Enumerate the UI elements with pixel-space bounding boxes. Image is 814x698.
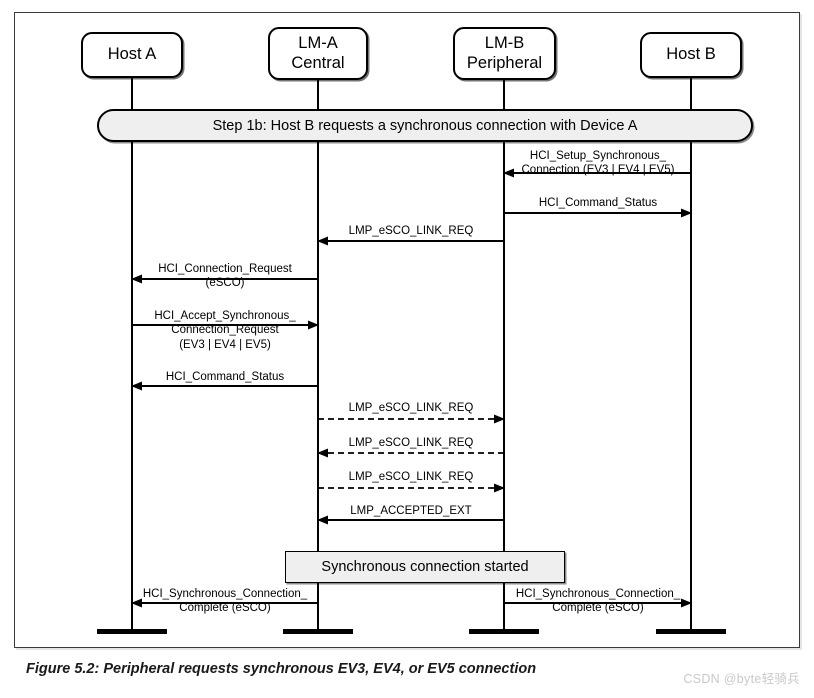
terminator-bar-lm-a-central [283, 629, 353, 634]
message-label-lmp-esco-link-req-2: LMP_eSCO_LINK_REQ [349, 401, 474, 415]
message-label-line: Connection (EV3 | EV4 | EV5) [521, 164, 675, 177]
message-label-line: HCI_Command_Status [538, 197, 658, 209]
lifeline-head-label-primary: Host B [666, 45, 716, 64]
message-label-line: LMP_eSCO_LINK_REQ [348, 225, 474, 237]
message-label-line: LMP_ACCEPTED_EXT [350, 505, 472, 517]
message-label-line: HCI_Connection_Request [158, 263, 292, 275]
message-label-line: HCI_Synchronous_Connection_ [142, 588, 308, 600]
terminator-bar-lm-b-periph [469, 629, 539, 634]
terminator-bar-host-a [97, 629, 167, 634]
message-label-line: Complete (eSCO) [179, 602, 271, 615]
figure-caption: Figure 5.2: Peripheral requests synchron… [26, 661, 537, 677]
message-label-line: LMP_eSCO_LINK_REQ [348, 471, 474, 483]
message-label-hci-accept-synchronous-connection-request: HCI_Accept_Synchronous_ Connection_Reques… [154, 309, 295, 352]
message-label-lmp-esco-link-req-3: LMP_eSCO_LINK_REQ [349, 436, 474, 450]
step-banner: Step 1b: Host B requests a synchronous c… [97, 109, 753, 142]
terminator-bar-host-b [656, 629, 726, 634]
message-label-line: Connection_Request [171, 324, 279, 337]
message-label-line: LMP_eSCO_LINK_REQ [348, 437, 474, 449]
lifeline-head-label-primary: Host A [107, 45, 157, 64]
message-label-line: HCI_Synchronous_Connection_ [515, 588, 681, 600]
message-label-hci-setup-synchronous-connection: HCI_Setup_Synchronous_ Connection (EV3 | … [522, 149, 675, 178]
lifeline-head-label-secondary: Central [291, 53, 345, 72]
message-label-line: (eSCO) [205, 277, 245, 290]
step-banner-label: Step 1b: Host B requests a synchronous c… [212, 117, 638, 134]
note-synchronous-connection-started: Synchronous connection started [285, 551, 565, 583]
lifeline-head-label-secondary: Peripheral [466, 53, 543, 72]
message-label-hci-synchronous-connection-complete-b: HCI_Synchronous_Connection_ Complete (eSC… [516, 587, 680, 616]
message-label-hci-synchronous-connection-complete-a: HCI_Synchronous_Connection_ Complete (eSC… [143, 587, 307, 616]
message-label-line: (EV3 | EV4 | EV5) [179, 338, 271, 351]
message-label-hci-command-status-b: HCI_Command_Status [539, 196, 657, 210]
message-label-line: Complete (eSCO) [552, 602, 644, 615]
message-label-line: LMP_eSCO_LINK_REQ [348, 402, 474, 414]
message-label-hci-command-status-a: HCI_Command_Status [166, 370, 284, 384]
message-label-hci-connection-request: HCI_Connection_Request (eSCO) [158, 262, 292, 291]
message-label-line: HCI_Accept_Synchronous_ [154, 310, 296, 322]
lifeline-head-label-primary: LM-B [484, 34, 525, 53]
message-label-lmp-esco-link-req-1: LMP_eSCO_LINK_REQ [349, 224, 474, 238]
terminator-bars-group [97, 629, 726, 634]
message-label-line: HCI_Setup_Synchronous_ [529, 150, 667, 162]
message-label-lmp-accepted-ext: LMP_ACCEPTED_EXT [350, 504, 471, 518]
message-label-line: HCI_Command_Status [165, 371, 285, 383]
lifeline-head-host-a: Host A [81, 32, 183, 78]
watermark: CSDN @byte轻骑兵 [683, 672, 800, 686]
lifeline-head-label-primary: LM-A [298, 34, 338, 53]
note-label: Synchronous connection started [321, 559, 529, 575]
lifeline-head-host-b: Host B [640, 32, 742, 78]
message-arrows-group [131, 168, 692, 608]
sequence-diagram-canvas [97, 78, 726, 634]
message-label-lmp-esco-link-req-4: LMP_eSCO_LINK_REQ [349, 470, 474, 484]
